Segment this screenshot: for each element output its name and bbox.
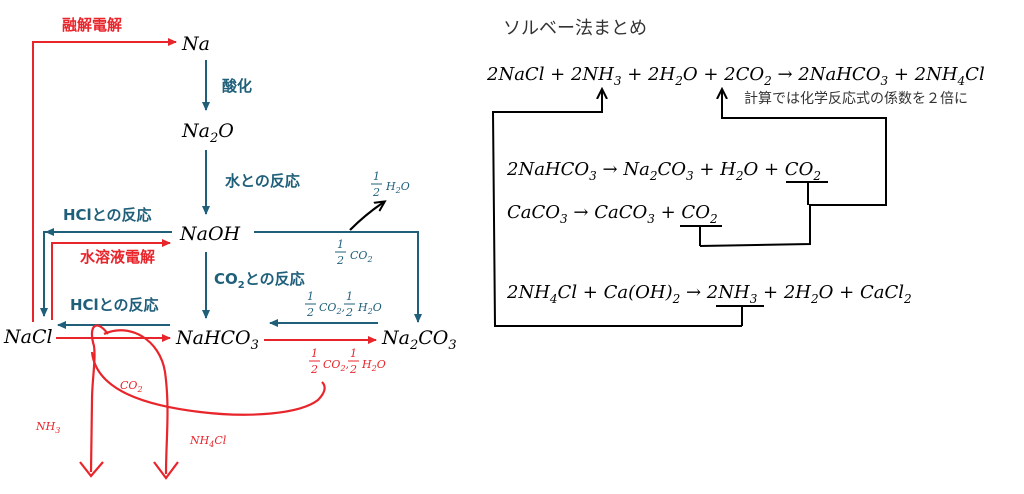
svg-text:2: 2 (345, 306, 353, 319)
svg-text:1: 1 (346, 290, 353, 303)
species-na2co3: Na2CO3 (381, 327, 457, 353)
species-na2o: Na2O (181, 120, 234, 146)
co2-underline-eq3 (680, 225, 722, 246)
equation-caco3-decomposition: CaCO3 → CaCO3 + CO2 (507, 202, 718, 226)
svg-text:1: 1 (307, 290, 314, 303)
species-na: Na (181, 33, 210, 55)
hand-drawn-nh3-arrowhead (79, 461, 104, 478)
svg-text:H2O: H2O (357, 301, 382, 316)
note-double-coefficients: 計算では化学反応式の係数を２倍に (744, 91, 968, 107)
svg-text:2: 2 (306, 306, 314, 319)
species-naoh: NaOH (179, 223, 241, 245)
label-oxidation: 酸化 (222, 77, 252, 95)
svg-text:H2O: H2O (385, 180, 410, 195)
svg-text:2: 2 (372, 186, 380, 199)
co2-underline-eq2 (786, 181, 828, 205)
hand-drawn-nh3-curve (89, 324, 109, 473)
fraction-half-co2-half-h2o-red: 1 2 CO2, 1 2 H2O (309, 347, 386, 376)
svg-text:1: 1 (350, 347, 357, 360)
co2-recycle-line (699, 90, 887, 247)
label-aq-electrolysis: 水溶液電解 (80, 248, 155, 266)
annotation-co2: CO2 (120, 379, 143, 394)
nh3-recycle-line (491, 90, 742, 327)
label-water-reaction: 水との反応 (225, 172, 300, 190)
label-melt-electrolysis: 融解電解 (62, 16, 122, 34)
svg-text:CO2: CO2 (350, 249, 373, 264)
svg-text:CO2,: CO2, (319, 301, 345, 316)
svg-text:1: 1 (311, 347, 318, 360)
label-co2-reaction: CO2との反応 (214, 270, 305, 291)
svg-text:1: 1 (337, 238, 344, 251)
hand-drawn-nh4cl-curve (103, 329, 169, 475)
hand-drawn-nh4cl-arrowhead (153, 461, 179, 480)
aq-electrolysis-arrow (51, 239, 171, 320)
species-nahco3: NaHCO3 (175, 327, 259, 353)
label-hcl-reaction-2: HClとの反応 (70, 296, 159, 314)
svg-text:H2O: H2O (361, 358, 386, 373)
svg-text:2: 2 (349, 363, 357, 376)
h2o-release-arrow (349, 202, 384, 231)
hcl-reaction-arrow-1 (40, 231, 172, 317)
annotation-nh3: NH3 (35, 420, 60, 435)
svg-text:2: 2 (336, 254, 344, 267)
nh3-underline-eq4 (716, 305, 764, 326)
hand-drawn-co2-loop (90, 351, 326, 416)
svg-text:2: 2 (310, 363, 318, 376)
species-nacl: NaCl (3, 326, 53, 348)
melt-electrolysis-arrow (32, 38, 177, 322)
label-hcl-reaction-1: HClとの反応 (63, 206, 152, 224)
equation-nahco3-decomposition: 2NaHCO3 → Na2CO3 + H2O + CO2 (506, 159, 821, 183)
svg-text:1: 1 (373, 170, 380, 183)
equation-ammonia-recovery: 2NH4Cl + Ca(OH)2 → 2NH3 + 2H2O + CaCl2 (506, 282, 912, 306)
svg-text:CO2,: CO2, (323, 358, 349, 373)
fraction-half-h2o-top: 1 2 H2O (371, 170, 410, 199)
fraction-half-co2-mid: 1 2 CO2 (335, 238, 373, 267)
annotation-nh4cl: NH4Cl (189, 434, 227, 449)
naoh-to-na2co3-arrow (254, 231, 422, 323)
solvay-title: ソルベー法まとめ (503, 18, 647, 39)
fraction-half-co2-half-h2o-blue: 1 2 CO2, 1 2 H2O (305, 290, 382, 319)
equation-overall: 2NaCl + 2NH3 + 2H2O + 2CO2 → 2NaHCO3 + 2… (486, 64, 985, 88)
